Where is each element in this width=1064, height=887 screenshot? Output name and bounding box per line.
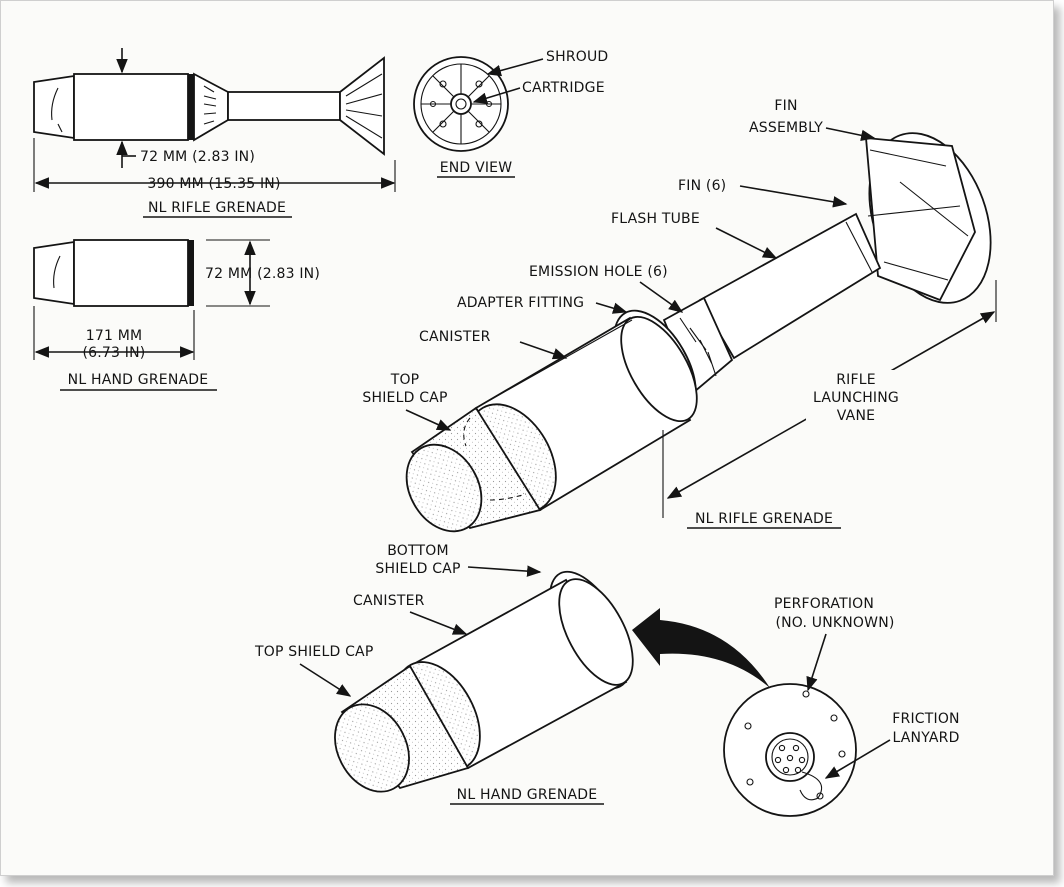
end-view-shroud-label: SHROUD — [546, 49, 608, 65]
end-view: SHROUD CARTRIDGE END VIEW — [413, 49, 608, 178]
rifle-side-caption: NL RIFLE GRENADE — [148, 200, 286, 216]
detail-pointer-arrow — [632, 608, 770, 688]
rifle-side-top-cap — [33, 74, 75, 140]
rifle-side-diameter-dim: 72 MM (2.83 IN) — [140, 149, 255, 165]
iso-fin-assembly-label-line2: ASSEMBLY — [749, 120, 823, 136]
rifle-side-adapter-band — [188, 74, 194, 140]
hand-side-length-dim-line1: 171 MM — [86, 328, 143, 344]
iso-top-cap-label-line1: TOP — [390, 372, 420, 388]
iso-hand-caption: NL HAND GRENADE — [457, 787, 598, 803]
end-view-cartridge — [450, 93, 472, 115]
end-view-cartridge-label: CARTRIDGE — [522, 80, 605, 96]
iso-rifle-caption: NL RIFLE GRENADE — [695, 511, 833, 527]
rifle-side-canister — [73, 73, 189, 141]
iso-fin-label: FIN (6) — [678, 178, 726, 194]
hand-side-diameter-dim: 72 MM (2.83 IN) — [205, 266, 320, 282]
rifle-side-fin-assembly — [339, 56, 385, 156]
iso-canister-label: CANISTER — [419, 329, 491, 345]
iso-vane-label-line2: LAUNCHING — [813, 390, 899, 406]
iso-bottom-cap-label-line1: BOTTOM — [387, 543, 449, 559]
iso-fin-assembly-label-line1: FIN — [774, 98, 797, 114]
rifle-grenade-isometric: FIN ASSEMBLY FIN (6) FLASH TUBE EMISSION… — [362, 98, 997, 533]
hand-side-caption: NL HAND GRENADE — [68, 372, 209, 388]
hand-side-bottom-cap — [188, 240, 194, 306]
iso-hand-top-cap-label: TOP SHIELD CAP — [254, 644, 373, 660]
hand-side-canister — [73, 239, 189, 307]
iso-perforation-label-line1: PERFORATION — [774, 596, 874, 612]
rifle-side-flash-tube — [227, 91, 341, 121]
iso-bottom-cap-label-line2: SHIELD CAP — [375, 561, 460, 577]
hand-grenade-isometric: BOTTOM SHIELD CAP CANISTER TOP SHIELD CA… — [254, 543, 960, 817]
hand-side-length-dim-line2: (6.73 IN) — [83, 345, 146, 361]
iso-flash-tube-label: FLASH TUBE — [611, 211, 700, 227]
hand-grenade-side-view: 72 MM (2.83 IN) 171 MM (6.73 IN) NL HAND… — [33, 239, 320, 391]
iso-emission-hole-label: EMISSION HOLE (6) — [529, 264, 668, 280]
iso-perforation-label-line2: (NO. UNKNOWN) — [775, 615, 894, 631]
iso-friction-label-line2: LANYARD — [892, 730, 959, 746]
rifle-side-adapter-fitting — [193, 72, 229, 142]
iso-adapter-fitting-label: ADAPTER FITTING — [457, 295, 584, 311]
rifle-grenade-side-view: 72 MM (2.83 IN) 390 MM (15.35 IN) NL RIF… — [33, 48, 396, 218]
end-view-caption: END VIEW — [440, 160, 513, 176]
rifle-side-length-dim: 390 MM (15.35 IN) — [147, 176, 280, 192]
iso-top-cap-label-line2: SHIELD CAP — [362, 390, 447, 406]
iso-vane-label-line1: RIFLE — [836, 372, 876, 388]
iso-friction-label-line1: FRICTION — [892, 711, 959, 727]
iso-vane-label-line3: VANE — [837, 408, 875, 424]
iso-hand-canister-label: CANISTER — [353, 593, 425, 609]
